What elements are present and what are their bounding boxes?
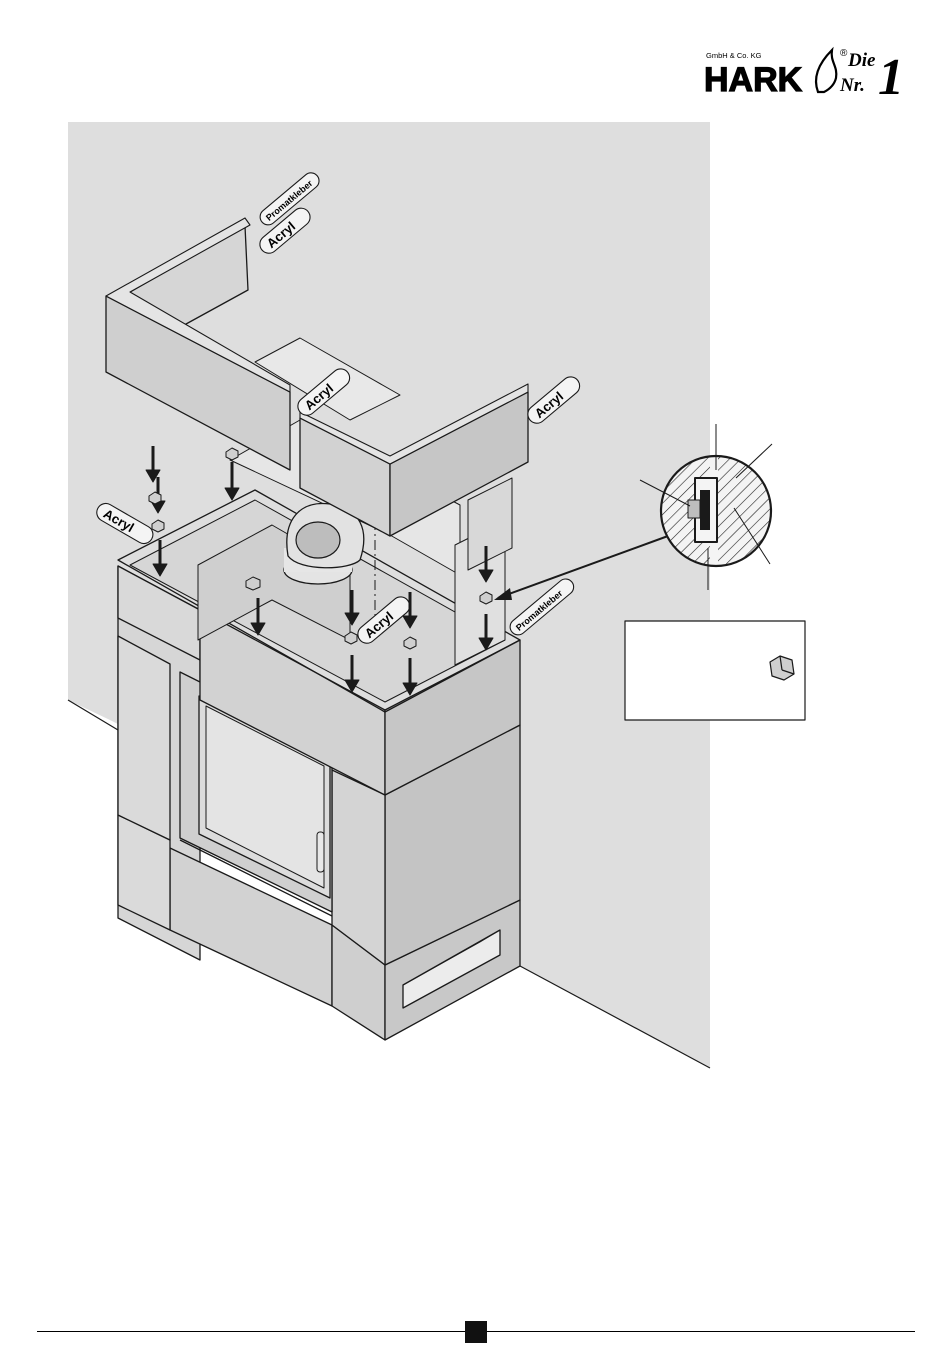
page-number-marker: [465, 1321, 487, 1343]
front-left-column: [118, 636, 170, 840]
door-handle[interactable]: [317, 832, 324, 872]
legend-clip-icon: [770, 656, 794, 680]
flue-elbow-opening: [296, 522, 340, 558]
